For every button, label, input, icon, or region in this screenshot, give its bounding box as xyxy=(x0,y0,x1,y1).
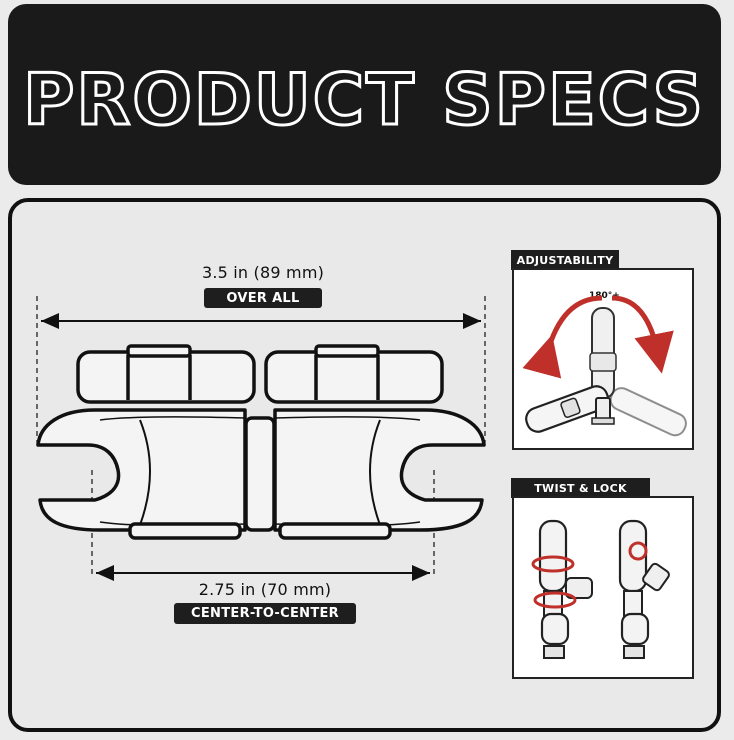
twist-lock-illustration xyxy=(531,519,670,659)
twist-lock-tag: TWIST & LOCK xyxy=(511,478,650,498)
overall-dimension-line xyxy=(36,296,486,445)
center-dimension-line xyxy=(91,470,435,581)
left-socket-arm xyxy=(36,344,256,540)
center-hinge xyxy=(244,416,276,532)
adjustability-tag: ADJUSTABILITY xyxy=(511,250,619,270)
overall-label: OVER ALL xyxy=(204,288,322,308)
center-label: CENTER-TO-CENTER xyxy=(174,603,356,624)
center-dimension: 2.75 in (70 mm) xyxy=(198,580,332,599)
overall-dimension: 3.5 in (89 mm) xyxy=(201,263,325,282)
page-title: PRODUCT SPECS xyxy=(23,59,705,141)
adjustability-illustration xyxy=(522,295,687,437)
angle-label: 180°+ xyxy=(589,291,620,301)
right-socket-arm xyxy=(264,344,486,540)
title-banner: PRODUCT SPECS xyxy=(8,4,721,185)
